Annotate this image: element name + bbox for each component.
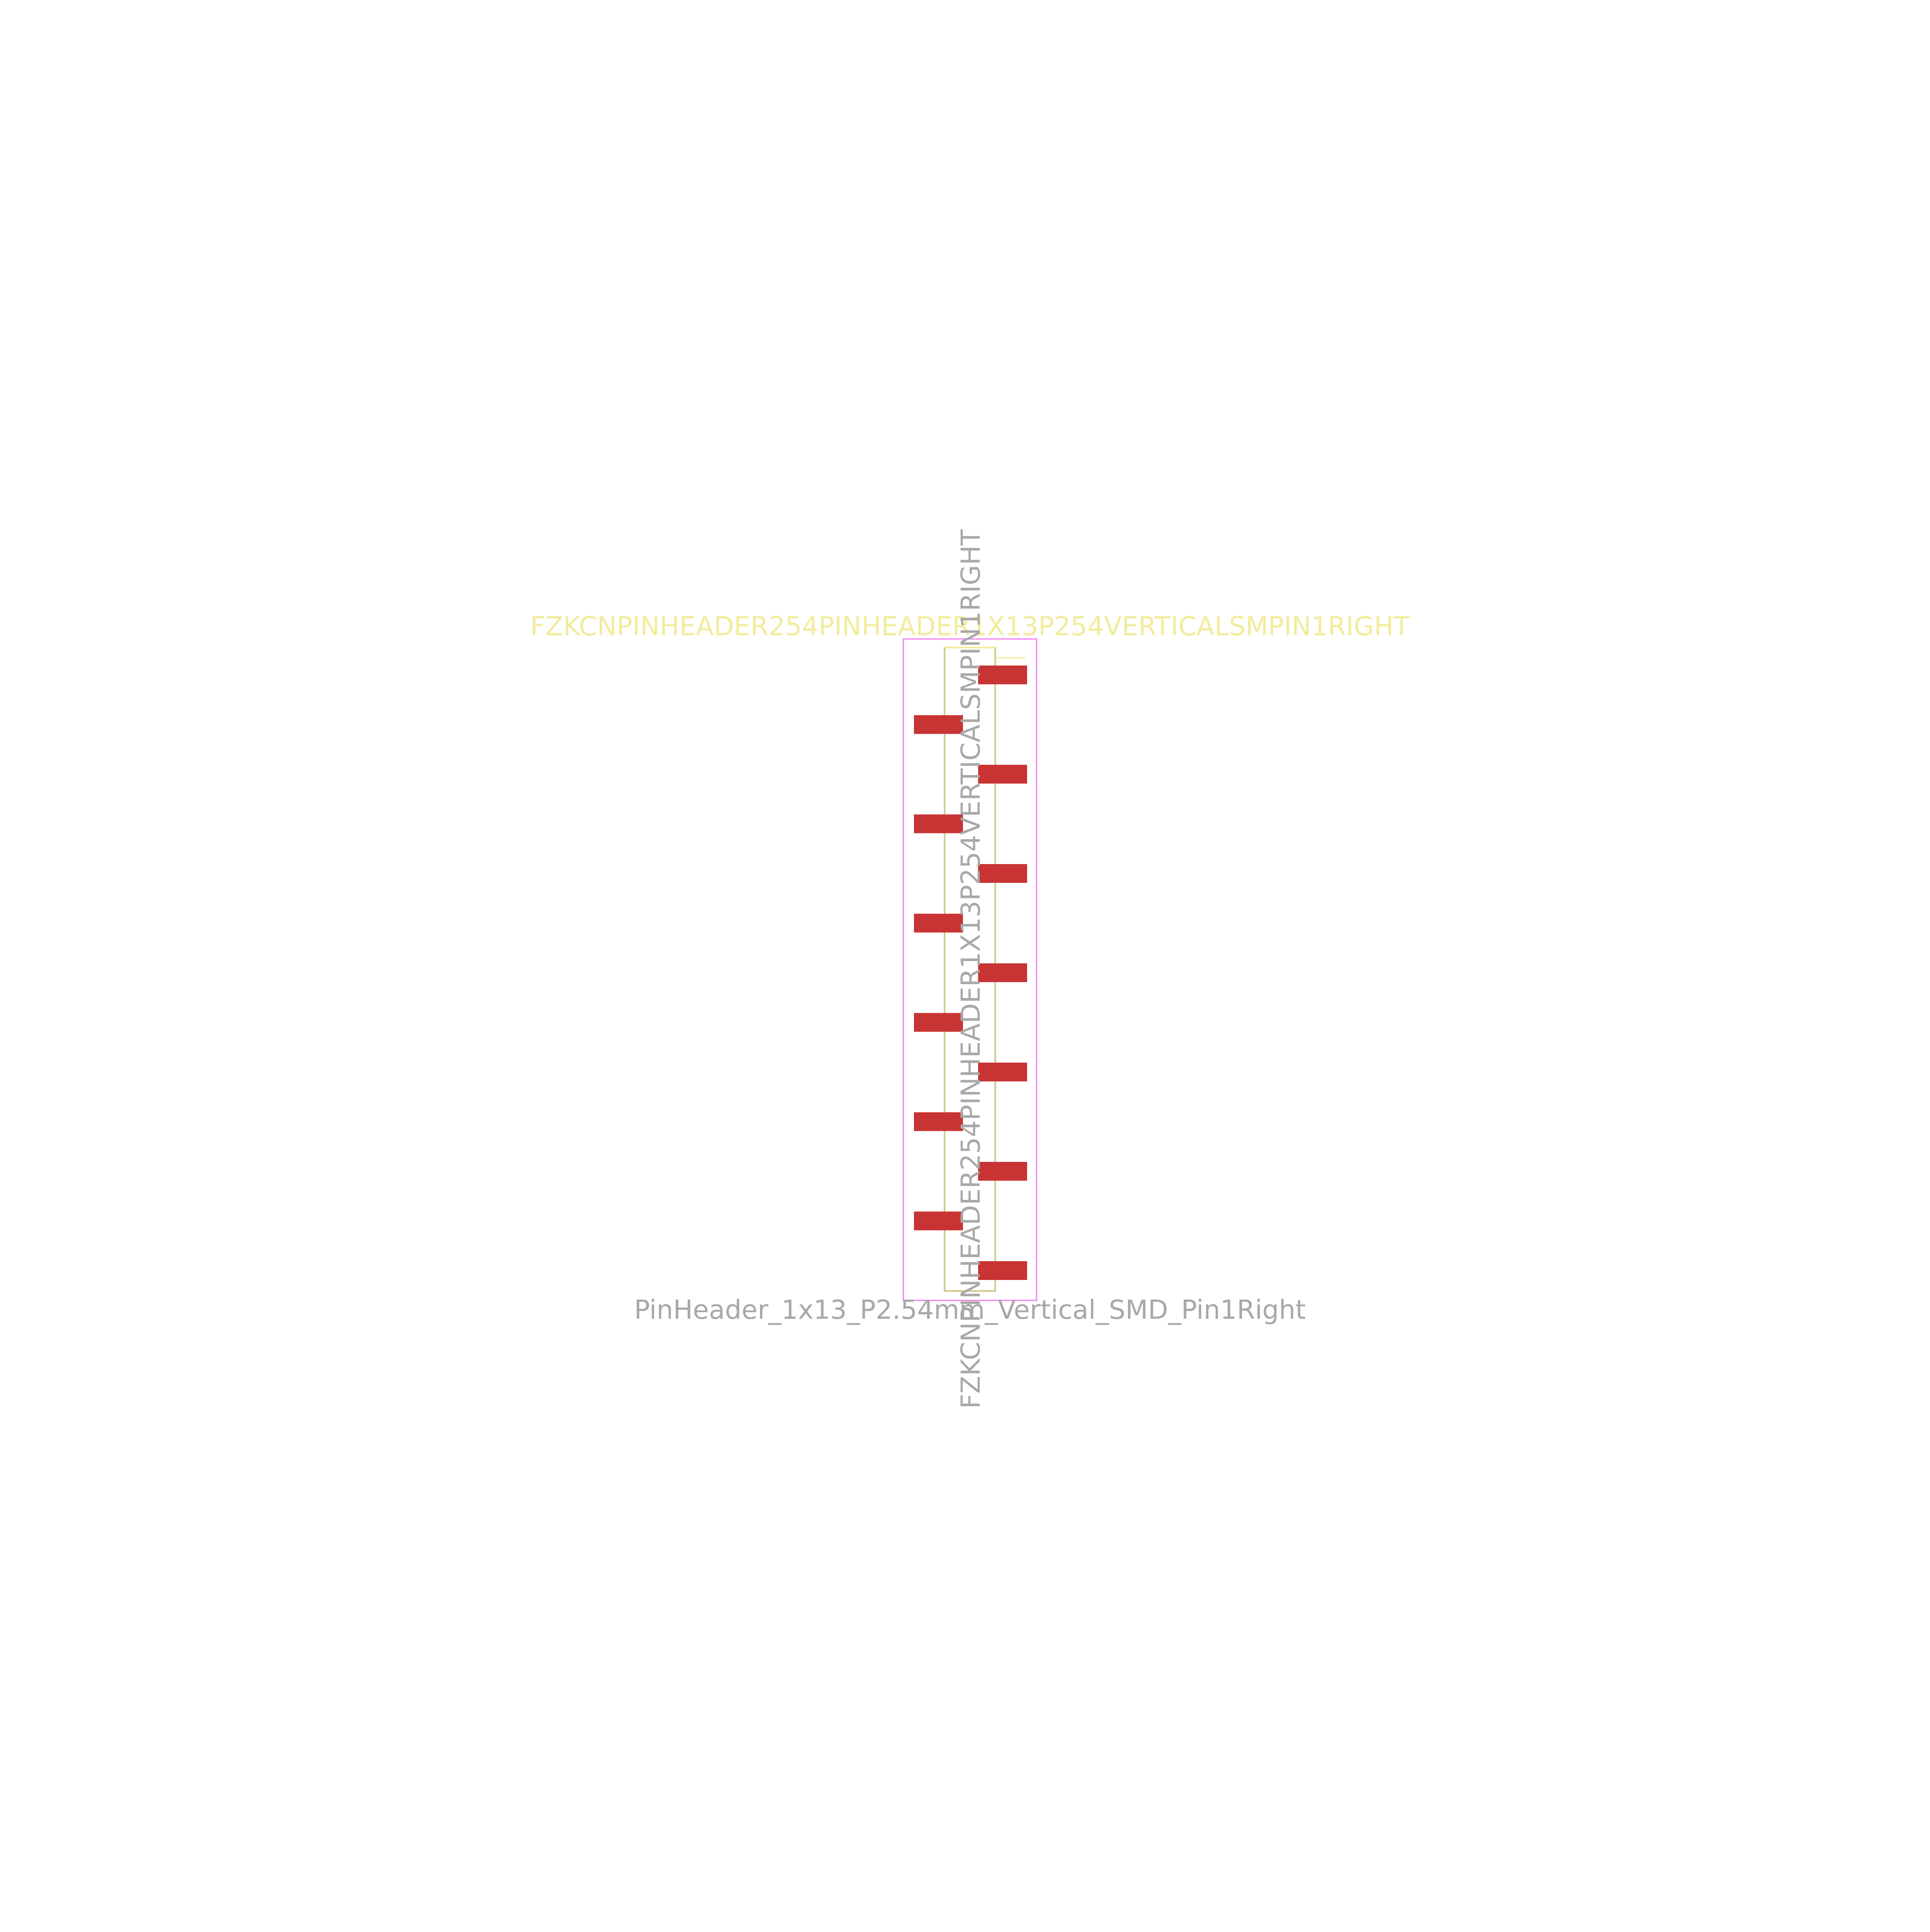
courtyard-outline	[902, 638, 1037, 1301]
pad-12	[914, 1211, 963, 1231]
pad-11	[978, 1162, 1027, 1181]
pad-1	[978, 666, 1027, 684]
reference-designator: FZKCNPINHEADER254PINHEADER1X13P254VERTIC…	[530, 612, 1410, 642]
pad-3	[978, 765, 1027, 784]
fab-reference-text: FZKCNPINHEADER254PINHEADER1X13P254VERTIC…	[956, 529, 986, 1409]
pad-8	[914, 1013, 963, 1032]
pad-2	[914, 715, 963, 734]
pads-group	[914, 666, 1027, 1280]
pad-4	[914, 814, 963, 833]
footprint-value: PinHeader_1x13_P2.54mm_Vertical_SMD_Pin1…	[634, 1295, 1306, 1325]
pad-10	[914, 1112, 963, 1131]
pad-9	[978, 1063, 1027, 1081]
pad-6	[914, 914, 963, 933]
pad-5	[978, 864, 1027, 883]
pad-13	[978, 1261, 1027, 1280]
pad-7	[978, 963, 1027, 982]
